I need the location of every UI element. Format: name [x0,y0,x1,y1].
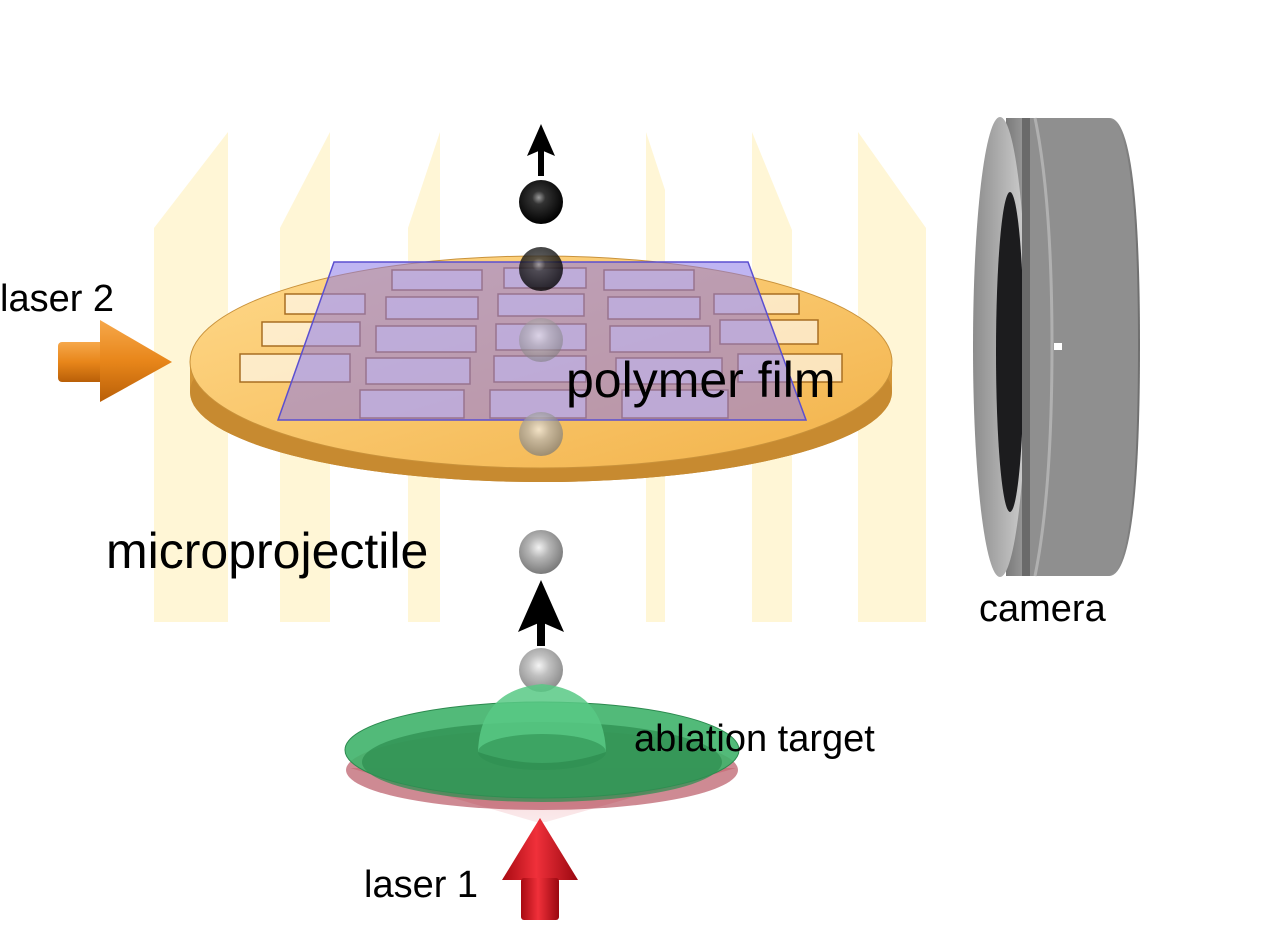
projectile-top-sphere-icon [519,180,563,224]
microprojectile-label: microprojectile [106,523,429,579]
laser1-arrow-icon [502,818,578,920]
projectile-through-sphere-icon [519,318,563,362]
microprojectile-sphere-icon [519,530,563,574]
arrow-up-icon [527,124,555,176]
camera-icon [973,117,1140,577]
ablation-target-label: ablation target [634,718,875,760]
launch-sphere-icon [519,648,563,692]
polymer-film-label: polymer film [566,352,836,408]
ablation-target [344,684,740,810]
laser1-label: laser 1 [364,864,479,906]
projectile-sequence [519,180,563,692]
camera-label: camera [979,588,1106,630]
laser2-arrow-icon [58,320,172,402]
projectile-below-film-sphere-icon [519,412,563,456]
projectile-film-sphere-icon [519,247,563,291]
laser2-label: laser 2 [0,278,115,320]
arrow-up-icon [518,580,564,646]
